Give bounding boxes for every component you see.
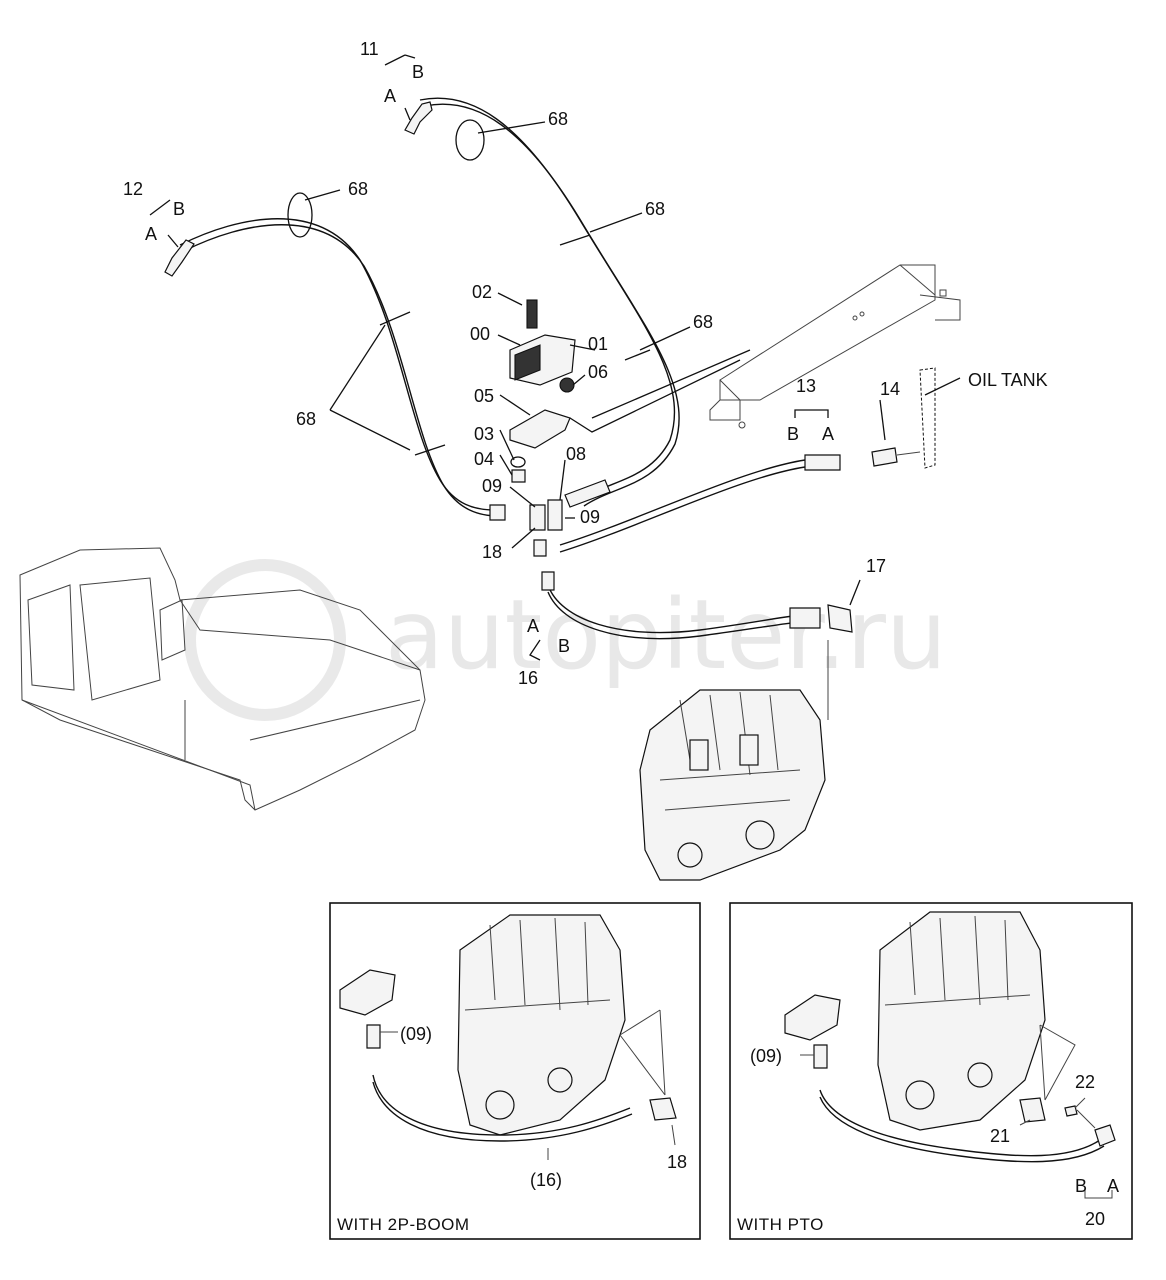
label-part-09-right: 09 [580, 507, 600, 527]
label-part-12: 12 [123, 179, 143, 199]
fitting-14 [871, 447, 921, 467]
inset-right-caption: WITH PTO [737, 1215, 824, 1234]
inset-left-caption: WITH 2P-BOOM [337, 1215, 470, 1234]
inset-left-label-16: (16) [530, 1170, 562, 1190]
label-16-b: B [558, 636, 570, 656]
inset-right-label-21: 21 [990, 1126, 1010, 1146]
label-part-11: 11 [360, 39, 379, 59]
leader-lines [149, 54, 961, 661]
inset-left-label-09: (09) [400, 1024, 432, 1044]
label-part-68-lower: 68 [296, 409, 316, 429]
part-labels: 11 B A 68 12 B A 68 68 68 68 02 00 01 06… [123, 39, 1048, 688]
inset-right-label-20: 20 [1085, 1209, 1105, 1229]
label-12-a: A [145, 224, 157, 244]
inset-left-label-18: 18 [667, 1152, 687, 1172]
label-part-08: 08 [566, 444, 586, 464]
inset-left-frame [329, 902, 701, 1240]
label-part-68-mid: 68 [693, 312, 713, 332]
label-11-a: A [384, 86, 396, 106]
label-part-09-left: 09 [482, 476, 502, 496]
inset-right-frame [729, 902, 1133, 1240]
label-part-17: 17 [866, 556, 886, 576]
frame-bracket [709, 264, 961, 429]
label-part-02: 02 [472, 282, 492, 302]
watermark-logo-icon [184, 559, 346, 721]
watermark-text: autopiter.ru [385, 579, 947, 691]
label-part-18: 18 [482, 542, 502, 562]
inset-right-solenoid-valve [784, 994, 841, 1041]
machine-body-outline [19, 547, 426, 811]
label-part-13: 13 [796, 376, 816, 396]
inset-right-label-09: (09) [750, 1046, 782, 1066]
label-13-b: B [787, 424, 799, 444]
hose-assembly-12 [164, 218, 506, 521]
control-valve-main [639, 689, 826, 881]
inset-left-solenoid-valve [339, 969, 396, 1016]
label-16-a: A [527, 616, 539, 636]
label-part-68-left: 68 [348, 179, 368, 199]
label-part-16: 16 [518, 668, 538, 688]
oil-tank-wall [919, 367, 936, 469]
label-part-05: 05 [474, 386, 494, 406]
hose-assembly-11 [404, 97, 680, 507]
hose-assembly-13 [559, 454, 841, 553]
label-part-04: 04 [474, 449, 494, 469]
label-oil-tank: OIL TANK [968, 370, 1048, 390]
label-13-a: A [822, 424, 834, 444]
hose-assembly-16 [547, 584, 821, 640]
label-part-68-right: 68 [645, 199, 665, 219]
fitting-17 [827, 604, 853, 720]
inset-right-label-a: A [1107, 1176, 1119, 1196]
label-11-b: B [412, 62, 424, 82]
solenoid-valve-assembly [509, 299, 576, 591]
label-part-03: 03 [474, 424, 494, 444]
label-part-01: 01 [588, 334, 608, 354]
inset-right-label-b: B [1075, 1176, 1087, 1196]
inset-right-control-valve [877, 911, 1046, 1131]
inset-with-pto: (09) 22 21 B A 20 WITH PTO [729, 902, 1133, 1240]
hose-clamp-68 [287, 119, 651, 456]
label-12-b: B [173, 199, 185, 219]
inset-with-2p-boom: (09) (16) 18 WITH 2P-BOOM [329, 902, 701, 1240]
label-part-06: 06 [588, 362, 608, 382]
label-part-68-top: 68 [548, 109, 568, 129]
inset-right-label-22: 22 [1075, 1072, 1095, 1092]
inset-left-control-valve [457, 914, 626, 1136]
label-part-14: 14 [880, 379, 900, 399]
label-part-00: 00 [470, 324, 490, 344]
